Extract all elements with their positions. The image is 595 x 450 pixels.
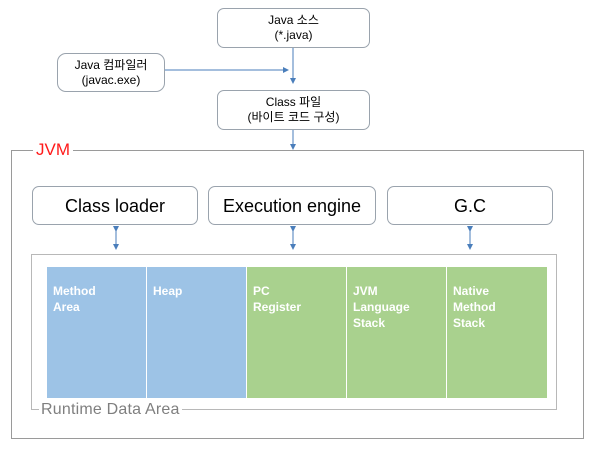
native-method-stack-block: Native Method Stack bbox=[447, 267, 547, 398]
class-loader-label: Class loader bbox=[64, 195, 166, 216]
gc-box: G.C bbox=[387, 186, 553, 225]
class-file-line1: Class 파일 bbox=[265, 95, 322, 109]
java-source-line1: Java 소스 bbox=[268, 13, 319, 27]
jvm-frame bbox=[11, 150, 584, 439]
jvm-language-stack-line2: Language bbox=[353, 300, 410, 314]
method-area-block: Method Area bbox=[47, 267, 147, 398]
pc-register-block: PC Register bbox=[247, 267, 347, 398]
method-area-line1: Method bbox=[53, 284, 96, 298]
java-source-line2: (*.java) bbox=[274, 28, 313, 42]
pc-register-line2: Register bbox=[253, 300, 302, 314]
class-file-line2: (바이트 코드 구성) bbox=[247, 110, 340, 124]
pc-register-line1: PC bbox=[253, 284, 270, 298]
jvm-language-stack-line1: JVM bbox=[353, 284, 378, 298]
class-file-box: Class 파일 (바이트 코드 구성) bbox=[217, 90, 370, 130]
jvm-language-stack-block: JVM Language Stack bbox=[347, 267, 447, 398]
method-area-line2: Area bbox=[53, 300, 80, 314]
java-compiler-box: Java 컴파일러 (javac.exe) bbox=[57, 53, 165, 92]
runtime-data-area-label: Runtime Data Area bbox=[39, 400, 182, 420]
heap-block: Heap bbox=[147, 267, 247, 398]
java-compiler-line1: Java 컴파일러 bbox=[74, 57, 148, 72]
heap-line1: Heap bbox=[153, 284, 183, 298]
execution-engine-label: Execution engine bbox=[222, 195, 362, 216]
jvm-language-stack-line3: Stack bbox=[353, 316, 386, 330]
java-compiler-line2: (javac.exe) bbox=[81, 72, 141, 87]
gc-label: G.C bbox=[453, 195, 486, 216]
jvm-label: JVM bbox=[33, 140, 73, 160]
native-method-stack-line3: Stack bbox=[453, 316, 486, 330]
class-loader-box: Class loader bbox=[32, 186, 198, 225]
java-source-box: Java 소스 (*.java) bbox=[217, 8, 370, 48]
execution-engine-box: Execution engine bbox=[208, 186, 376, 225]
native-method-stack-line1: Native bbox=[453, 284, 490, 298]
native-method-stack-line2: Method bbox=[453, 300, 496, 314]
